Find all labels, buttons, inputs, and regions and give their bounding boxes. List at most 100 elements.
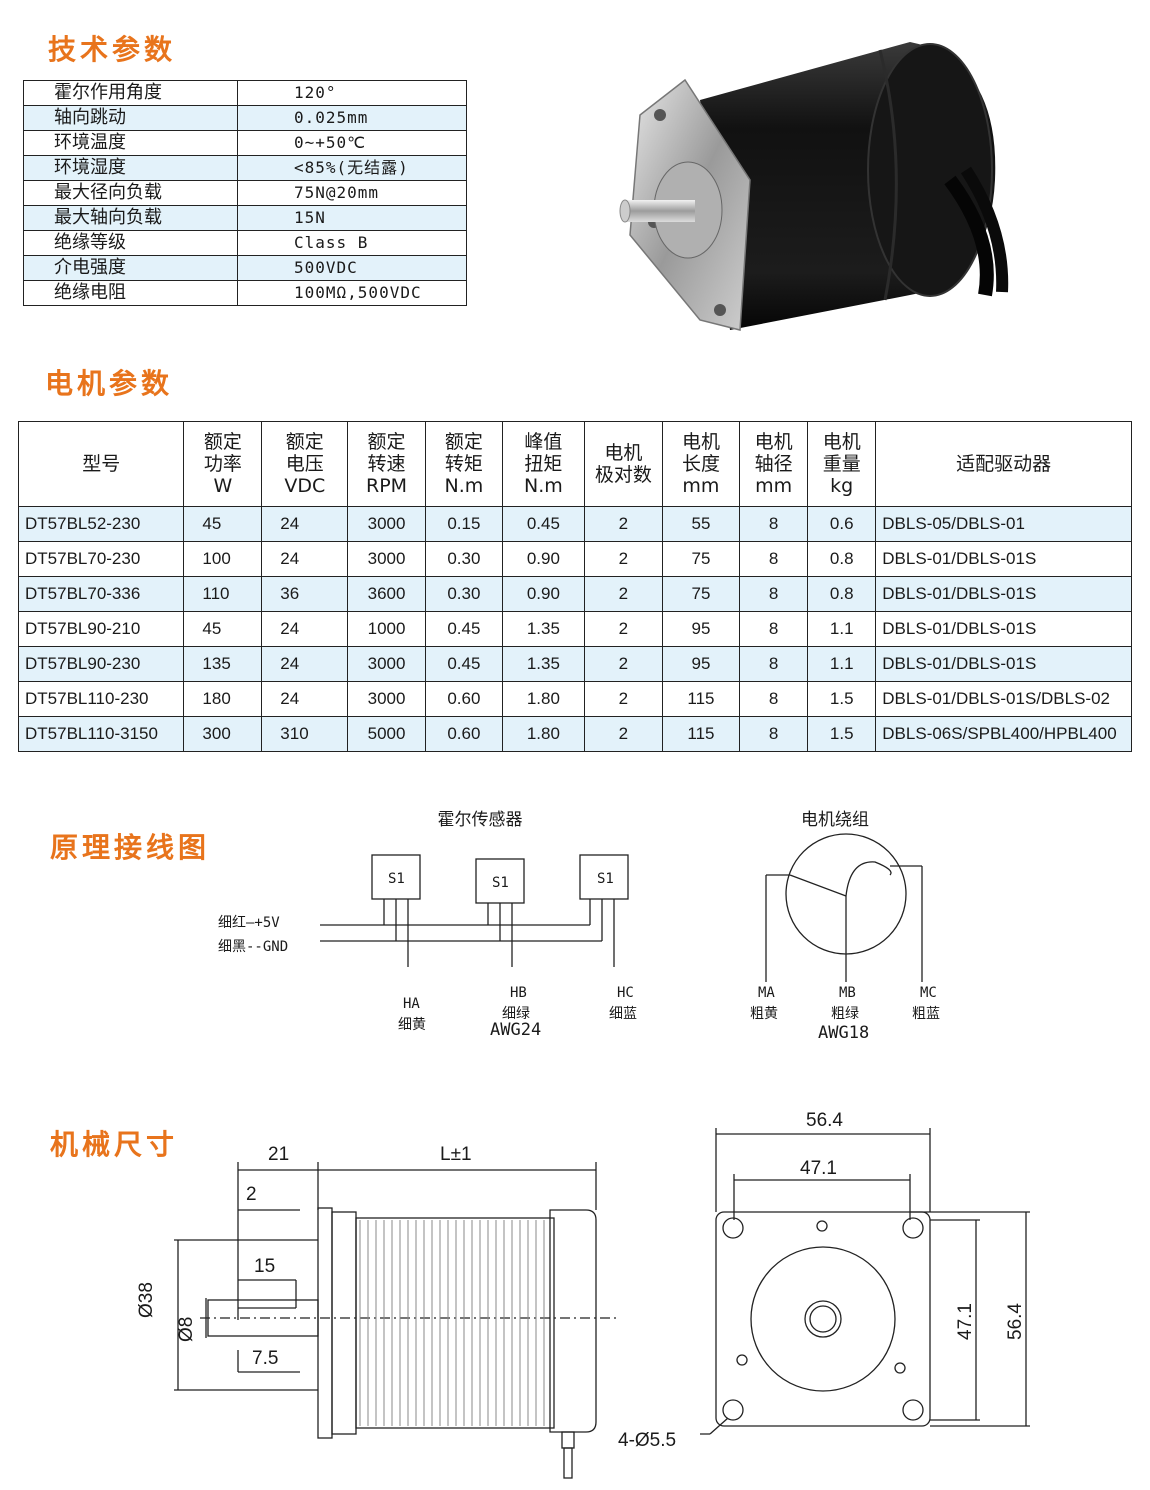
tech-param-value: 0.025mm (237, 105, 467, 131)
motor-winding-title: 电机绕组 (801, 810, 869, 830)
column-header-line: 轴径 (754, 453, 793, 475)
dim-key-offset: 7.5 (252, 1348, 279, 1369)
hall-wire-hb-color: 细绿 (502, 1006, 530, 1022)
table-cell: 45 (183, 506, 263, 542)
table-cell: DT57BL70-230 (17, 541, 185, 577)
column-header-line: 长度 (681, 453, 720, 475)
winding-ma-code: MA (758, 985, 775, 1001)
table-cell: 36 (261, 576, 349, 612)
table-cell: DBLS-05/DBLS-01 (875, 506, 1132, 542)
table-cell: 180 (183, 681, 263, 717)
column-header-line: 适配驱动器 (956, 453, 1052, 475)
table-cell: 2 (583, 681, 663, 717)
column-header-line: 电机 (604, 442, 643, 464)
table-cell: DBLS-01/DBLS-01S (875, 576, 1132, 612)
wiring-diagram-title: 原理接线图 (50, 831, 211, 864)
tech-param-value: 75N@20mm (237, 180, 467, 206)
table-cell: 2 (583, 506, 663, 542)
table-cell: 1.80 (502, 681, 585, 717)
column-header-line: 扭矩 (524, 453, 563, 475)
hall-wire-ha-code: HA (403, 996, 420, 1012)
table-cell: DBLS-01/DBLS-01S (875, 541, 1132, 577)
motor-params-title: 电机参数 (45, 367, 174, 400)
column-header-line: 峰值 (524, 431, 563, 453)
table-cell: 3000 (347, 541, 426, 577)
hall-sensor-title: 霍尔传感器 (437, 810, 523, 830)
tech-param-label: 介电强度 (23, 255, 238, 281)
motor-winding-diagram (765, 833, 923, 982)
table-cell: 24 (261, 611, 349, 647)
table-cell: 1.1 (807, 646, 877, 682)
tech-param-label: 绝缘等级 (23, 230, 238, 256)
table-cell: 2 (583, 646, 663, 682)
column-header-line: 额定 (444, 431, 483, 453)
dim-hole-span-vertical: 47.1 (955, 1303, 976, 1340)
tech-param-value: <85%(无结露) (237, 155, 467, 181)
table-cell: 3000 (347, 646, 426, 682)
table-cell: 1.80 (502, 716, 585, 752)
column-header-line: 极对数 (594, 464, 652, 486)
table-cell: 1.5 (807, 681, 877, 717)
table-cell: 24 (261, 541, 349, 577)
column-header-line: VDC (284, 475, 326, 497)
table-cell: 0.60 (424, 716, 504, 752)
column-header-line: 额定 (367, 431, 406, 453)
table-cell: 24 (261, 646, 349, 682)
table-cell: 1.35 (502, 646, 585, 682)
table-cell: 300 (183, 716, 263, 752)
hall-wire-hc-color: 细蓝 (609, 1006, 637, 1022)
table-cell: 1.35 (502, 611, 585, 647)
dim-body-length: L±1 (440, 1144, 472, 1165)
table-cell: 3600 (347, 576, 426, 612)
mechanical-dimensions-title: 机械尺寸 (50, 1128, 179, 1161)
tech-param-row: 环境湿度<85%(无结露) (23, 155, 467, 181)
table-cell: 45 (183, 611, 263, 647)
tech-param-label: 环境湿度 (23, 155, 238, 181)
table-cell: 2 (583, 611, 663, 647)
tech-param-label: 轴向跳动 (23, 105, 238, 131)
table-cell: 115 (661, 716, 741, 752)
table-cell: 1000 (347, 611, 426, 647)
table-cell: DT57BL110-3150 (17, 716, 185, 752)
table-cell: DT57BL70-336 (17, 576, 185, 612)
table-cell: 310 (261, 716, 349, 752)
tech-param-value: 120° (237, 80, 467, 106)
winding-mb-code: MB (839, 985, 856, 1001)
table-cell: DT57BL52-230 (17, 506, 185, 542)
column-header-line: 转矩 (444, 453, 483, 475)
side-view-drawing (174, 1162, 620, 1479)
tech-param-label: 绝缘电阻 (23, 280, 238, 306)
winding-mc-code: MC (920, 985, 937, 1001)
winding-gauge: AWG18 (818, 1023, 870, 1043)
table-cell: 0.90 (502, 576, 585, 612)
table-cell: 0.6 (807, 506, 877, 542)
table-cell: 8 (739, 716, 809, 752)
winding-mb-color: 粗绿 (831, 1006, 859, 1022)
table-cell: 2 (583, 541, 663, 577)
tech-param-label: 环境温度 (23, 130, 238, 156)
dim-hole-span: 47.1 (800, 1158, 837, 1179)
column-header: 适配驱动器 (875, 421, 1132, 507)
column-header-line: 重量 (822, 453, 861, 475)
table-cell: 8 (739, 576, 809, 612)
table-cell: 8 (739, 681, 809, 717)
tech-param-value: Class B (237, 230, 467, 256)
table-cell: 0.45 (502, 506, 585, 542)
table-cell: 8 (739, 646, 809, 682)
table-cell: DT57BL90-230 (17, 646, 185, 682)
tech-param-value: 100MΩ,500VDC (237, 280, 467, 306)
